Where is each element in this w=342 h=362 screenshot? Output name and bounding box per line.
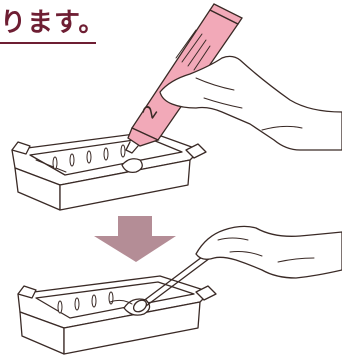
bottom-tray	[17, 275, 217, 355]
paste-blob	[121, 158, 143, 173]
hand-spreading	[195, 225, 342, 279]
down-arrow	[94, 216, 176, 262]
hand-squeezing	[159, 55, 342, 151]
heading-underline	[0, 42, 96, 44]
tray-ribs-top	[52, 144, 126, 170]
top-tray	[11, 131, 207, 211]
instruction-heading: ります。	[0, 8, 106, 38]
